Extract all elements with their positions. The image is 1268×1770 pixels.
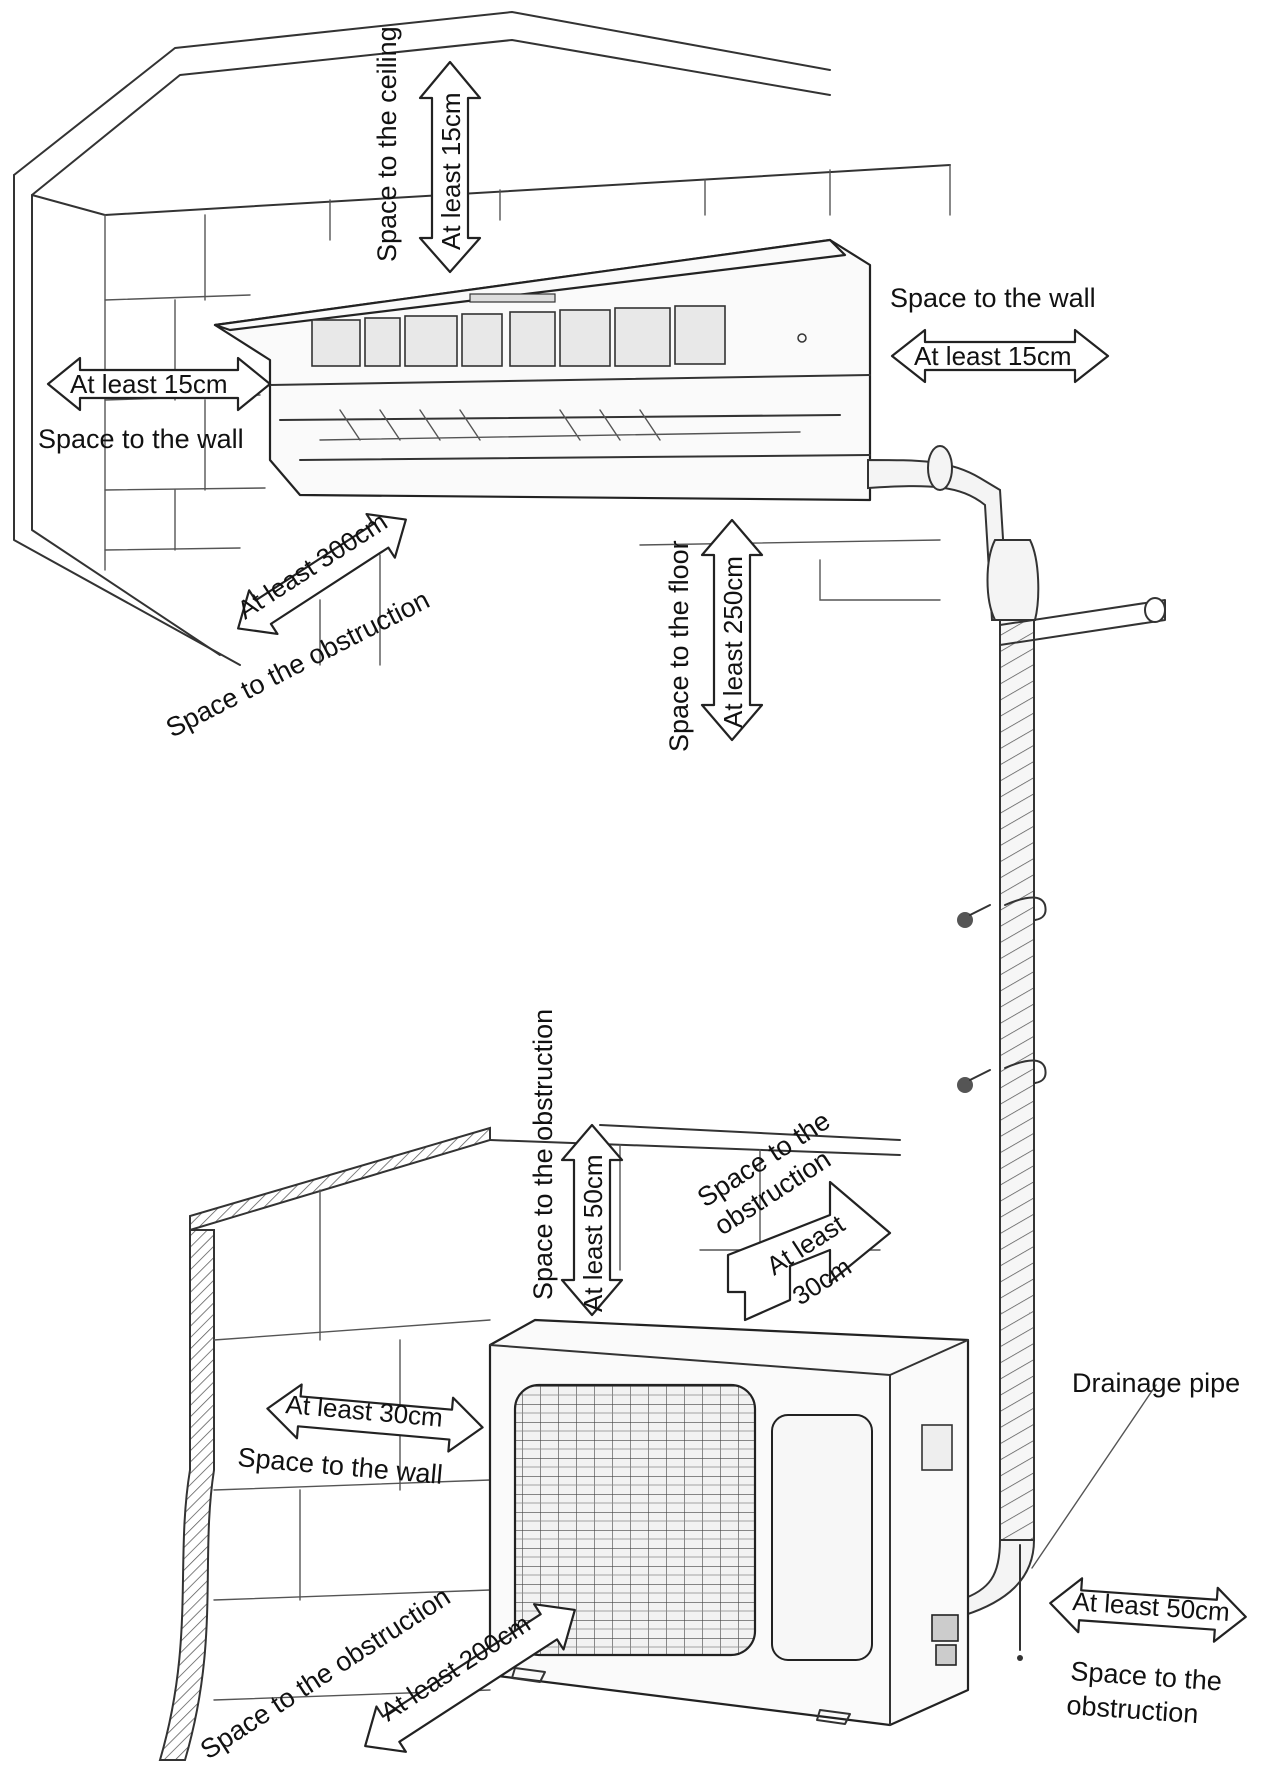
fan-grille: [513, 1383, 757, 1657]
outdoor-front-obstruction-arrow: [364, 1603, 576, 1753]
indoor-right-wall-arrow: [890, 328, 1110, 384]
label-outdoor-top-obstruction-space: Space to the obstruction: [528, 1009, 558, 1300]
label-outdoor-right-obstruction-space-1: Space to the: [1070, 1656, 1223, 1697]
floor-clearance-arrow: [700, 518, 764, 742]
label-outdoor-left-wall-space: Space to the wall: [236, 1442, 443, 1490]
label-indoor-right-wall-min: At least 15cm: [914, 341, 1072, 371]
label-outdoor-top-obstruction-min: At least 50cm: [578, 1154, 608, 1312]
ceiling-clearance-arrow: [418, 60, 482, 274]
outdoor-right-obstruction-arrow: [1049, 1577, 1247, 1643]
label-ceiling-min: At least 15cm: [436, 92, 466, 250]
valve-icon: [931, 1614, 959, 1666]
label-indoor-left-wall-min: At least 15cm: [70, 369, 228, 399]
screw-icon: [957, 1069, 991, 1093]
label-indoor-left-wall-space: Space to the wall: [38, 424, 244, 454]
label-drainage-pipe: Drainage pipe: [1072, 1368, 1240, 1398]
drainage-pipe: [1017, 1384, 1157, 1661]
label-floor-min: At least 250cm: [718, 556, 748, 728]
refrigerant-pipe: [867, 445, 1166, 1617]
label-indoor-right-wall-space: Space to the wall: [890, 283, 1096, 313]
label-indoor-front-obstruction-space: Space to the obstruction: [161, 584, 434, 743]
label-outdoor-right-obstruction-space-2: obstruction: [1066, 1690, 1200, 1729]
outdoor-walls: [158, 1124, 901, 1761]
indoor-front-obstruction-arrow: [237, 512, 407, 636]
indoor-left-wall-arrow: [46, 356, 272, 412]
label-outdoor-front-obstruction-space: Space to the obstruction: [195, 1581, 456, 1765]
outdoor-left-wall-arrow: [266, 1383, 484, 1453]
label-floor-space: Space to the floor: [664, 540, 694, 752]
screw-icon: [957, 904, 991, 928]
label-indoor-front-obstruction-min: At least 300cm: [232, 506, 393, 625]
label-ceiling-space: Space to the ceiling: [372, 26, 402, 262]
outdoor-back-obstruction-arrow: [726, 1180, 892, 1322]
indoor-filter-panels: [311, 293, 726, 367]
outdoor-unit: [488, 1318, 970, 1727]
indoor-room-walls: [13, 11, 951, 666]
outdoor-top-obstruction-arrow: [560, 1123, 624, 1317]
indoor-unit: [213, 238, 872, 502]
side-panel: [771, 1414, 873, 1661]
